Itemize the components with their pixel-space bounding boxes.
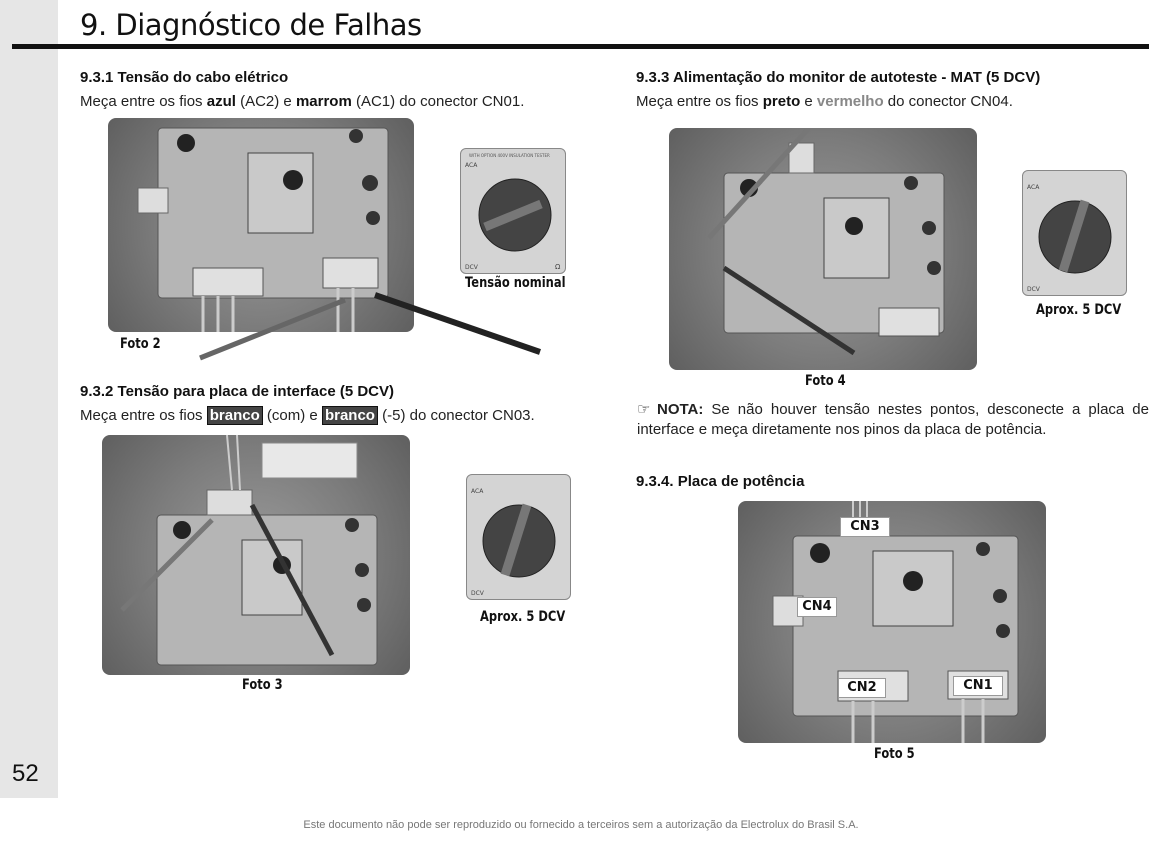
page-number: 52 <box>12 760 39 787</box>
cn4-label: CN4 <box>797 597 837 617</box>
cn3-label: CN3 <box>840 517 890 537</box>
board-photo-2 <box>108 118 414 332</box>
circuit-board-image <box>120 435 378 666</box>
title-divider <box>12 44 1149 49</box>
pointing-hand-icon: ☞ <box>637 401 651 418</box>
meter-acv-label: ACA <box>465 162 478 169</box>
photo-3-caption: Foto 3 <box>242 677 283 693</box>
page-footer: Este documento não pode ser reproduzido … <box>303 819 859 831</box>
meter-dcv-label: DCV <box>1027 286 1041 293</box>
section-931-text: Meça entre os fios azul (AC2) e marrom (… <box>80 93 525 110</box>
meter-acv-label: ACA <box>471 488 484 495</box>
test-probes <box>199 292 541 361</box>
photo-5-caption: Foto 5 <box>874 746 915 762</box>
meter-top-label: WITH OPTION 400V INSULATION TESTER <box>469 153 550 158</box>
photo-2-caption: Foto 2 <box>120 336 161 352</box>
circuit-board-image <box>137 127 389 332</box>
section-933-heading: 9.3.3 Alimentação do monitor de autotest… <box>636 69 1041 86</box>
section-932-heading: 9.3.2 Tensão para placa de interface (5 … <box>80 383 395 400</box>
meter-1-caption: Tensão nominal <box>465 275 566 291</box>
board-photo-3 <box>102 435 410 675</box>
multimeter-image-2: ACA DCV <box>466 474 571 600</box>
page-title: 9. Diagnóstico de Falhas <box>80 8 422 42</box>
circuit-board-image <box>772 501 1019 743</box>
meter-ohm-label: Ω <box>555 263 561 271</box>
section-932-text: Meça entre os fios branco (com) e branco… <box>80 406 535 425</box>
page-sidebar <box>0 0 58 798</box>
meter-dcv-label: DCV <box>465 264 479 271</box>
meter-acv-label: ACA <box>1027 184 1040 191</box>
cn1-label: CN1 <box>953 676 1003 696</box>
meter-dcv-label: DCV <box>471 590 485 597</box>
multimeter-image-1: WITH OPTION 400V INSULATION TESTER ACA D… <box>460 148 566 274</box>
section-933-text: Meça entre os fios preto e vermelho do c… <box>636 93 1013 110</box>
meter-2-caption: Aprox. 5 DCV <box>480 609 566 625</box>
circuit-board-image <box>707 128 945 356</box>
meter-3-caption: Aprox. 5 DCV <box>1036 302 1122 318</box>
board-photo-5 <box>738 501 1046 743</box>
cn2-label: CN2 <box>838 678 886 698</box>
section-934-heading: 9.3.4. Placa de potência <box>636 473 805 490</box>
photo-4-caption: Foto 4 <box>805 373 846 389</box>
multimeter-image-3: ACA DCV <box>1022 170 1127 296</box>
board-photo-4 <box>669 128 977 370</box>
note-block: ☞NOTA: Se não houver tensão nestes ponto… <box>637 401 1149 438</box>
section-931-heading: 9.3.1 Tensão do cabo elétrico <box>80 69 289 86</box>
